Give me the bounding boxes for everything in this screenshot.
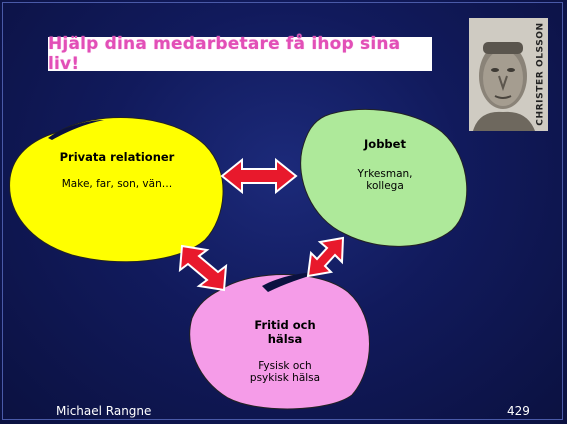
job-text: Jobbet Yrkesman, kollega [324,137,446,192]
slide-title: Hjälp dina medarbetare få ihop sina liv! [48,34,401,74]
title-box: Hjälp dina medarbetare få ihop sina liv! [48,34,432,74]
leisure-title-line2: hälsa [267,332,303,346]
job-title: Jobbet [364,137,406,151]
portrait-photo: CHRISTER OLSSON [469,18,548,131]
leisure-blob [189,274,370,410]
leisure-subtitle-line2: psykisk hälsa [249,372,321,384]
arrow-private-job [220,157,298,195]
private-relations-blob [9,117,224,263]
slide-border [2,2,563,420]
arrow-private-leisure [178,244,228,292]
footer-page-number: 429 [507,404,530,418]
portrait-illustration [469,18,548,131]
leisure-title-line1: Fritid och [254,318,316,332]
private-relations-text: Privata relationer Make, far, son, vän… [28,150,206,190]
leisure-text: Fritid och hälsa Fysisk och psykisk häls… [222,318,348,384]
leisure-subtitle-line1: Fysisk och [258,360,312,372]
arrow-job-leisure [306,236,345,278]
private-relations-subtitle: Make, far, son, vän… [61,178,173,190]
footer-author: Michael Rangne [56,404,152,418]
private-relations-title: Privata relationer [59,150,175,164]
job-subtitle-line2: kollega [366,180,404,192]
job-blob [300,108,468,247]
job-subtitle-line1: Yrkesman, [357,168,413,180]
